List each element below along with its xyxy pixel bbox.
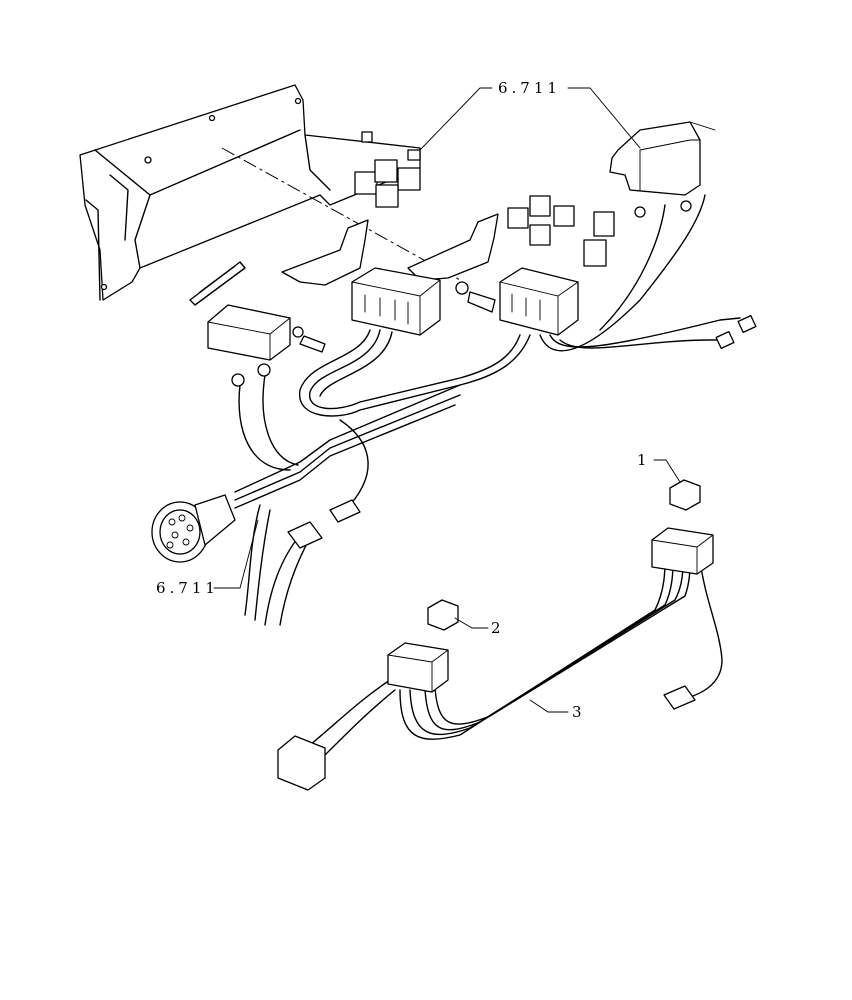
callout-ref-left: 6.711 <box>156 579 219 597</box>
relay-item-2 <box>427 599 459 631</box>
callout-item-2: 2 <box>491 619 501 637</box>
connector-block-right <box>499 267 579 336</box>
connector-block-center <box>351 267 441 336</box>
callout-item-3: 3 <box>572 703 582 721</box>
relay-cluster-left <box>354 131 421 208</box>
sub-harness <box>277 527 723 791</box>
callout-item-1: 1 <box>637 451 647 469</box>
connector-block-left <box>207 304 326 361</box>
callout-ref-top: 6.711 <box>498 79 561 97</box>
relay-item-1 <box>669 479 701 511</box>
mounting-bracket <box>79 84 421 306</box>
relay-cluster-right <box>507 195 615 267</box>
clip-brackets <box>281 213 499 313</box>
alignment-line <box>221 147 461 281</box>
small-connectors <box>287 314 757 549</box>
leader-lines <box>213 87 681 713</box>
round-connector <box>151 494 236 563</box>
main-harness <box>231 194 741 626</box>
relay-6711 <box>609 121 716 196</box>
